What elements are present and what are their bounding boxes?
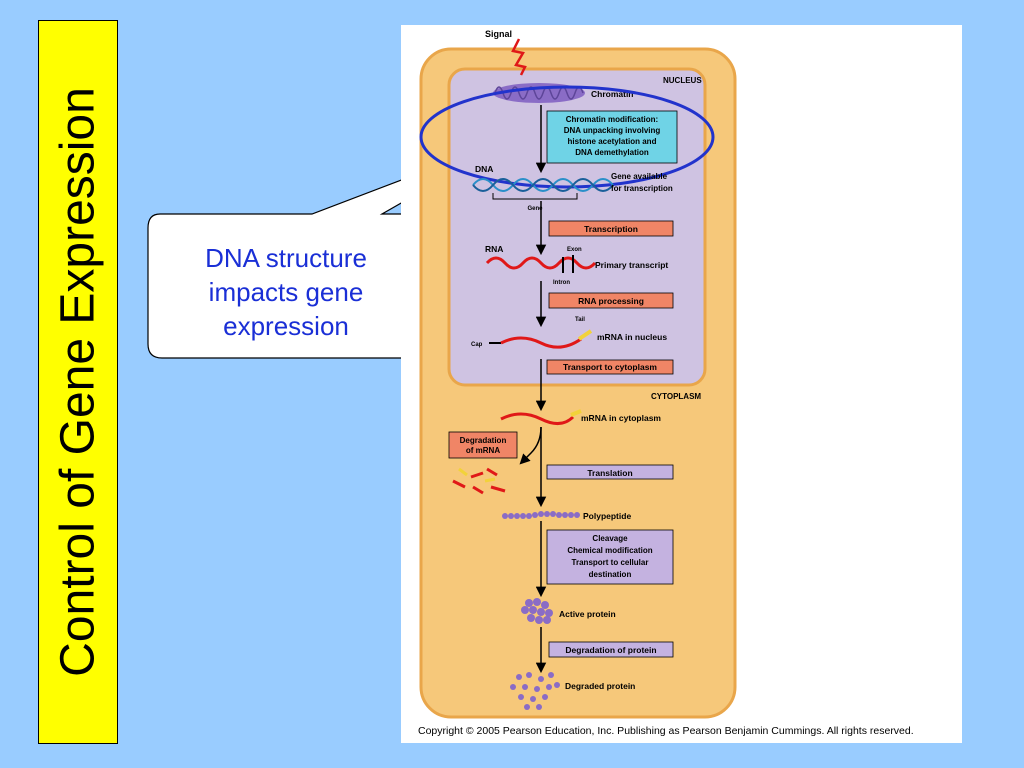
transport-box [546,359,674,375]
degradation-mrna-line-2: of mRNA [466,446,500,455]
mrna-nucleus-strand [500,336,582,349]
transcription-label: Transcription [584,224,638,234]
gene-available-line-2: for transcription [611,184,673,193]
callout-text: DNA structure impacts gene expression [205,243,367,341]
poly-a-tail [577,329,593,341]
rna-processing-label: RNA processing [578,296,644,306]
slide-title-bar: Control of Gene Expression [38,20,118,744]
chromatin-label: Chromatin [591,89,634,99]
active-protein-label: Active protein [559,609,616,619]
polypeptide-label: Polypeptide [583,511,631,521]
degraded-protein-icon [510,672,560,710]
mrna-cytoplasm-strand [500,412,575,425]
gene-expression-diagram: Signal NUCLEUS Chromatin Chromatin modif… [419,29,737,719]
degraded-mrna-fragments [452,467,506,495]
tail-label: Tail [575,317,585,323]
translation-label: Translation [587,468,632,478]
signal-bolt-icon [511,38,527,76]
rna-label: RNA [485,244,503,254]
gene-available-line-1: Gene available [611,172,668,181]
intron-label: Intron [553,280,570,286]
chromatin-modification-box [546,110,678,164]
highlight-ellipse [419,85,715,189]
cytoplasm-label: CYTOPLASM [651,392,701,401]
chromatin-mod-line-4: DNA demethylation [575,148,649,157]
degradation-mrna-box [448,431,518,459]
dna-label: DNA [475,164,493,174]
active-protein-icon [521,598,553,624]
degradation-protein-label: Degradation of protein [565,645,656,655]
primary-transcript-strand [485,256,597,270]
gene-label: Gene [527,206,543,212]
transcription-box [548,220,674,237]
degradation-mrna-line-1: Degradation [460,436,507,445]
degraded-protein-label: Degraded protein [565,681,635,691]
copyright-notice: Copyright © 2005 Pearson Education, Inc.… [418,725,914,737]
processing-line-3: Transport to cellular [572,558,649,567]
exon-label: Exon [567,247,582,253]
gene-expression-figure: Signal NUCLEUS Chromatin Chromatin modif… [401,25,962,743]
mrna-cytoplasm-label: mRNA in cytoplasm [581,413,661,423]
dna-helix-icon [472,178,614,192]
cap-label: Cap [471,342,483,348]
gene-bracket [492,193,578,200]
degradation-protein-box [548,641,674,658]
transport-label: Transport to cytoplasm [563,362,657,372]
signal-label: Signal [485,29,512,39]
processing-line-1: Cleavage [592,534,628,543]
rna-processing-box [548,292,674,309]
nucleus-label: NUCLEUS [663,76,702,85]
processing-line-4: destination [589,570,632,579]
protein-processing-box [546,529,674,585]
mrna-nucleus-label: mRNA in nucleus [597,332,667,342]
mrna-cytoplasm-tail [570,409,582,417]
polypeptide-chain-icon [502,511,580,519]
chromatin-mod-line-2: DNA unpacking involving [564,126,661,135]
translation-box [546,464,674,480]
processing-line-2: Chemical modification [567,546,652,555]
primary-transcript-label: Primary transcript [595,260,668,270]
chromatin-mod-line-3: histone acetylation and [568,137,657,146]
chromatin-mod-line-1: Chromatin modification: [566,115,658,124]
